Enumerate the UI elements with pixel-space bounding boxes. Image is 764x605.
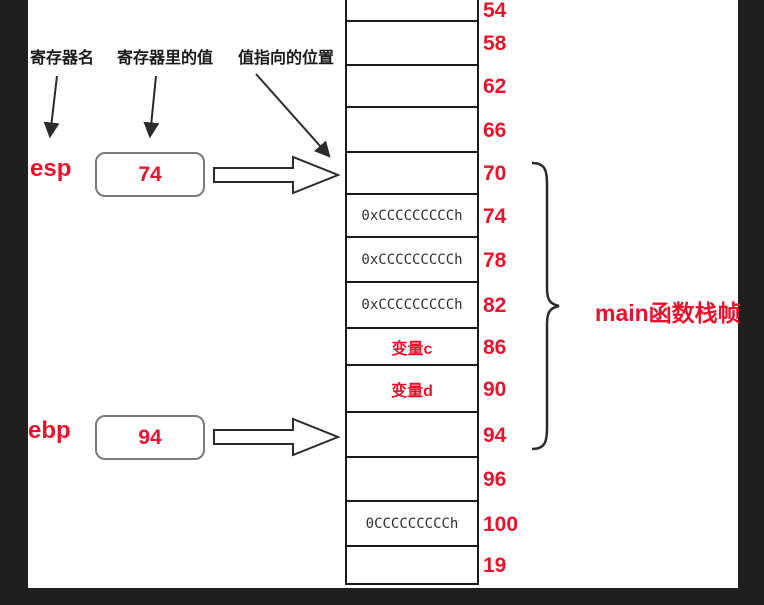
stack-cell-78: 0xCCCCCCCCCh — [347, 238, 477, 283]
stack-cell-100: 0CCCCCCCCCh — [347, 502, 477, 547]
address-label: 90 — [483, 377, 507, 401]
legend-points-to: 值指向的位置 — [238, 50, 335, 67]
stack-cell-96 — [347, 458, 477, 502]
stack-cell-value: 0CCCCCCCCCh — [365, 515, 459, 532]
stack-cell-82: 0xCCCCCCCCCh — [347, 283, 477, 329]
address-label: 66 — [483, 118, 507, 142]
arrow-to-register-value-icon — [143, 75, 160, 139]
address-label: 86 — [483, 335, 507, 359]
arrow-to-register-name-icon — [43, 75, 60, 139]
address-label: 62 — [483, 75, 507, 98]
arrow-to-pointed-cell-icon — [255, 73, 331, 158]
address-label: 70 — [483, 162, 507, 185]
address-label: 78 — [483, 248, 507, 272]
address-label: 58 — [483, 32, 507, 55]
address-label: 74 — [483, 204, 507, 228]
register-esp-value: 74 — [138, 162, 162, 186]
register-ebp-value-box: 94 — [95, 415, 205, 460]
address-label: 100 — [483, 512, 519, 536]
register-ebp-label: ebp — [28, 417, 71, 444]
stack-cell-90: 变量d — [347, 366, 477, 413]
address-label: 82 — [483, 294, 507, 317]
stack-cell-74: 0xCCCCCCCCCh — [347, 195, 477, 238]
stack-cell-19 — [347, 547, 477, 585]
legend-register-name: 寄存器名 — [30, 50, 95, 67]
address-label: 54 — [483, 0, 507, 22]
stack-cell-54 — [347, 0, 477, 22]
stack-cell-value: 0xCCCCCCCCCh — [361, 207, 463, 224]
register-ebp-value: 94 — [138, 425, 162, 449]
stack-cell-70 — [347, 153, 477, 195]
stack-cell-94 — [347, 413, 477, 458]
register-esp-label: esp — [30, 155, 72, 182]
stack-cell-58 — [347, 22, 477, 66]
stack-frame-brace-icon — [531, 161, 560, 451]
stack-cell-value: 0xCCCCCCCCCh — [361, 297, 463, 313]
stack-cell-86: 变量c — [347, 329, 477, 366]
ebp-pointer-block-arrow-icon — [213, 417, 341, 457]
register-esp-value-box: 74 — [95, 152, 205, 197]
address-label: 19 — [483, 554, 507, 577]
legend-register-value: 寄存器里的值 — [117, 50, 214, 67]
main-stack-frame-label: main函数栈帧 — [595, 300, 741, 326]
stack-cell-value: 变量c — [391, 340, 433, 358]
stack-cell-66 — [347, 108, 477, 153]
address-label: 96 — [483, 468, 507, 491]
stack-cell-value: 变量d — [391, 382, 433, 400]
stack-cell-value: 0xCCCCCCCCCh — [361, 251, 463, 268]
address-label: 94 — [483, 423, 507, 447]
esp-pointer-block-arrow-icon — [213, 155, 341, 195]
stack-cell-62 — [347, 66, 477, 108]
address-labels: 54 58 62 66 70 74 78 82 86 90 94 96 100 19 — [483, 0, 553, 585]
stack-table: 0xCCCCCCCCCh 0xCCCCCCCCCh 0xCCCCCCCCCh 变量c 变… — [345, 0, 479, 585]
